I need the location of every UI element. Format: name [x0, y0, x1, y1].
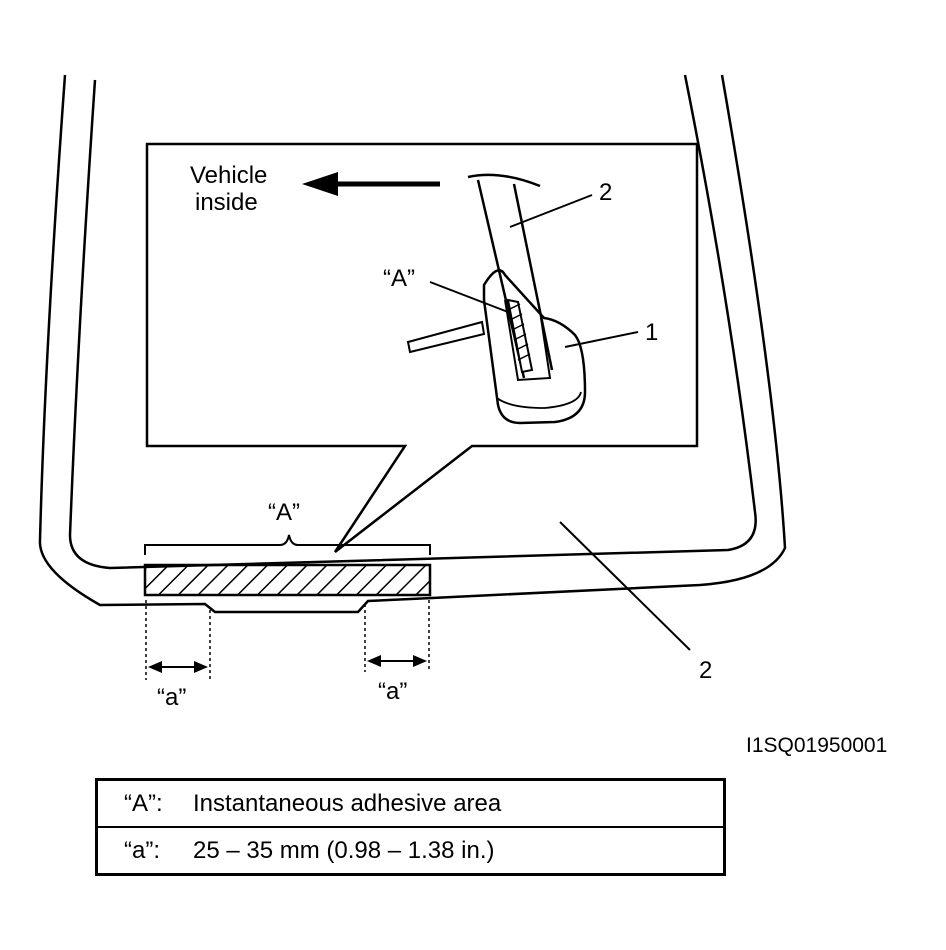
figure-id: I1SQ01950001 [746, 734, 887, 757]
direction-label-line1: Vehicle [190, 162, 267, 189]
label-a-left: “a” [157, 684, 186, 711]
legend-key: “A”: [124, 789, 163, 817]
legend-text: 25 – 35 mm (0.98 – 1.38 in.) [193, 836, 495, 864]
moulding-clip-slot [504, 299, 552, 382]
adhesive-area-detail [506, 298, 534, 374]
label-A-detail: “A” [383, 265, 415, 292]
legend-text: Instantaneous adhesive area [193, 789, 502, 817]
label-a-right: “a” [378, 678, 407, 705]
leader-2-main [559, 521, 691, 651]
label-2-detail: 2 [599, 179, 612, 206]
label-1: 1 [645, 319, 658, 346]
legend-key: “a”: [124, 836, 160, 864]
leader-A-detail [429, 281, 509, 313]
dimension-a-left [145, 600, 211, 680]
dimension-a-right [364, 600, 430, 672]
legend-table: “A”: Instantaneous adhesive area “a”: 25… [95, 778, 726, 876]
glass-inner-edge [68, 74, 757, 570]
direction-arrow-head [302, 172, 338, 196]
brace-A [144, 534, 431, 555]
leader-2-detail [509, 194, 593, 228]
moulding-clip-rim [496, 391, 582, 409]
leader-1 [564, 331, 639, 348]
label-2-main: 2 [699, 657, 712, 684]
label-A-main: “A” [268, 499, 300, 526]
adhesive-area-main [143, 563, 432, 597]
legend-row: “a”: 25 – 35 mm (0.98 – 1.38 in.) [98, 826, 723, 873]
direction-label-line2: inside [195, 189, 258, 216]
molding-pin [406, 320, 486, 354]
legend-row: “A”: Instantaneous adhesive area [98, 781, 723, 826]
glass-outer-edge [38, 74, 787, 614]
